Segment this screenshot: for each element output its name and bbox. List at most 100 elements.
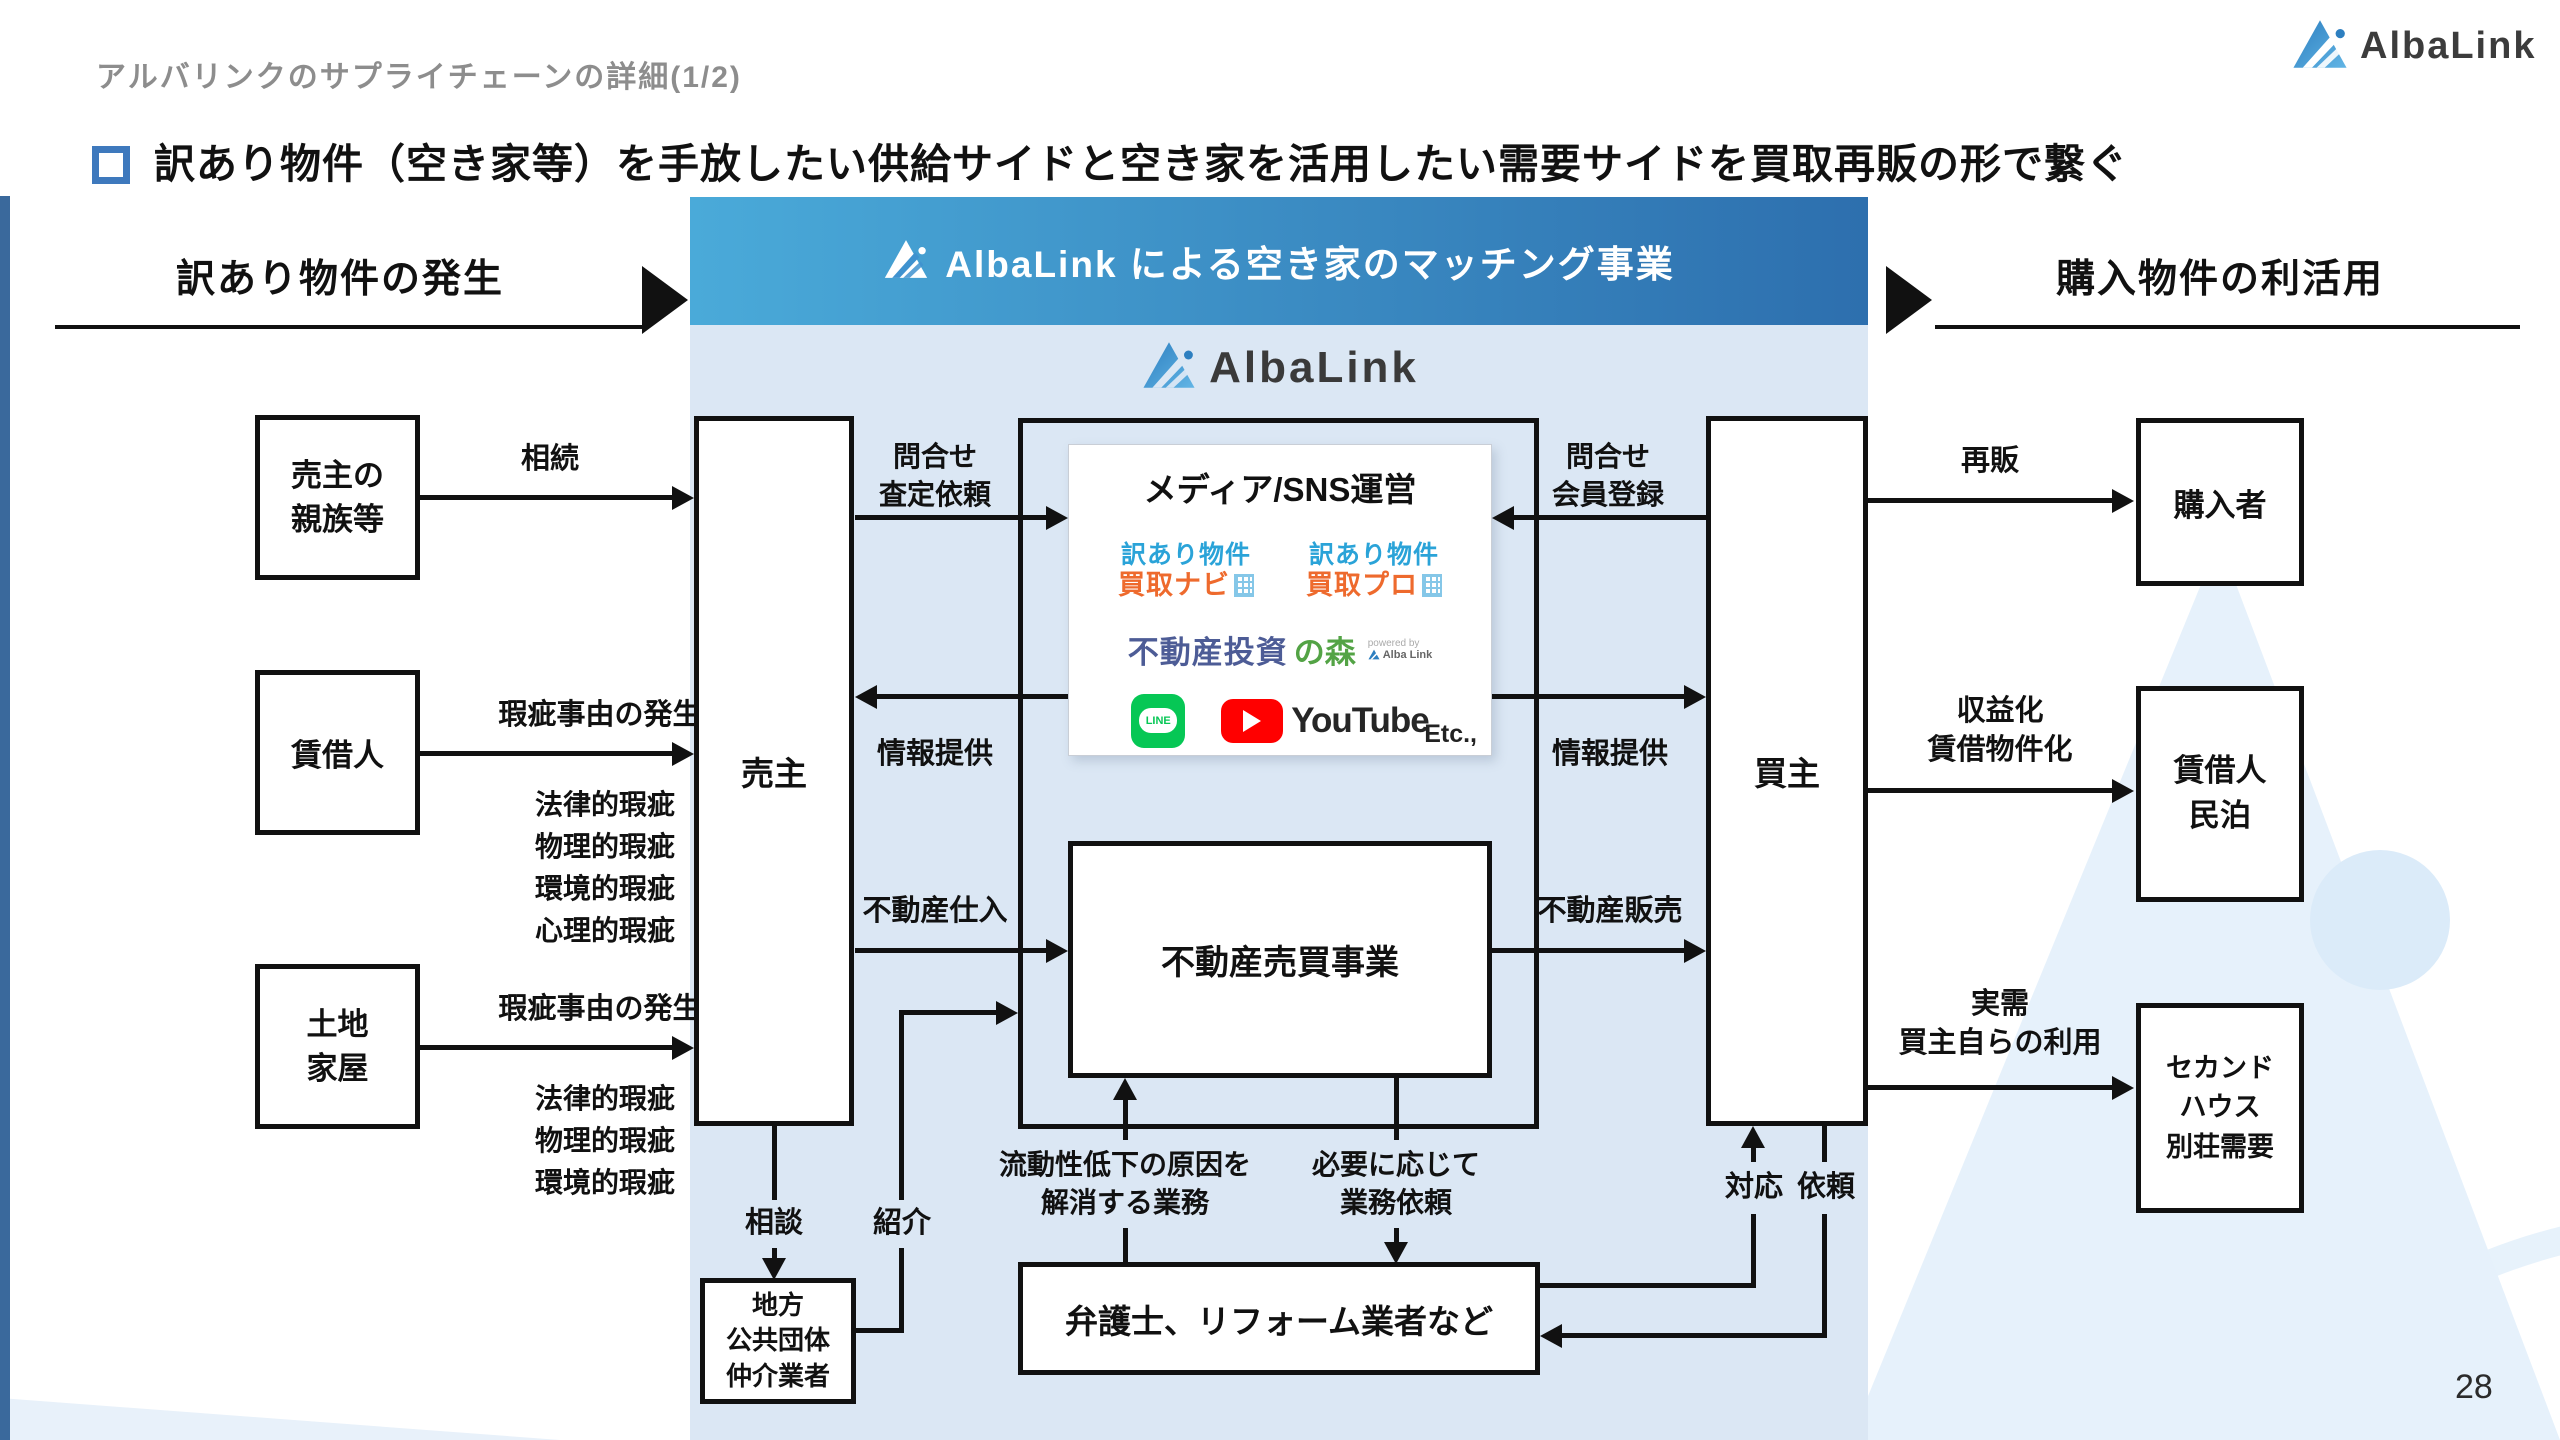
- kaitori-navi-logo: 訳あり物件 買取ナビ: [1118, 541, 1254, 601]
- right-section-underline: [1935, 325, 2520, 329]
- youtube-play-icon: [1221, 698, 1284, 743]
- left-section-underline: [55, 325, 645, 329]
- introduce-line-down: [899, 1248, 904, 1333]
- label-inquiry-right: 問合せ 会員登録: [1551, 441, 1664, 510]
- label-introduce: 紹介: [872, 1207, 931, 1239]
- respond-line-horizontal: [1540, 1283, 1756, 1288]
- list-defect-lower: 法律的瑕疵 物理的瑕疵 環境的瑕疵: [534, 1083, 675, 1198]
- introduce-line-horizontal-bottom: [856, 1328, 904, 1333]
- arrow-defect-lower-line: [420, 1045, 676, 1050]
- depend-arrow-head: [1540, 1324, 1562, 1348]
- building-icon: [1422, 573, 1442, 597]
- page-number: 28: [2455, 1368, 2493, 1406]
- left-section-title: 訳あり物件の発生: [175, 258, 504, 301]
- arrow-inquiry-right-line: [1512, 515, 1706, 520]
- box-seller: 売主: [694, 416, 854, 1126]
- label-info-right: 情報提供: [1551, 738, 1668, 770]
- box-purchaser: 購入者: [2136, 418, 2304, 586]
- request-line-bottom: [1394, 1228, 1399, 1242]
- left-accent-bar: [0, 196, 10, 1440]
- media-card-title: メディア/SNS運営: [1143, 471, 1417, 508]
- kaitori-pro-line1: 訳あり物件: [1308, 541, 1439, 569]
- box-tenant-minpaku: 賃借人 民泊: [2136, 686, 2304, 902]
- banner: AlbaLink による空き家のマッチング事業: [690, 197, 1868, 325]
- building-icon: [1234, 573, 1254, 597]
- arrow-inherit-head: [672, 486, 694, 510]
- depend-line-bottom: [1822, 1214, 1827, 1338]
- albalink-logo-icon: [2290, 18, 2350, 75]
- arrow-defect-lower-head: [672, 1036, 694, 1060]
- label-sale: 不動産販売: [1537, 895, 1683, 927]
- box-real-estate-trading: 不動産売買事業: [1068, 841, 1492, 1078]
- respond-line-top: [1751, 1146, 1756, 1162]
- respond-line-bottom: [1751, 1214, 1756, 1288]
- label-info-left: 情報提供: [876, 738, 993, 770]
- arrow-own-use-line: [1868, 1085, 2116, 1090]
- arrow-info-left-line: [875, 694, 1068, 699]
- arrow-inquiry-left-line: [855, 515, 1050, 520]
- label-resale: 再販: [1960, 445, 2019, 477]
- label-purchase: 不動産仕入: [862, 895, 1008, 927]
- depend-line-horizontal: [1560, 1333, 1827, 1338]
- arrow-consult-line-top: [772, 1126, 777, 1200]
- box-tenant: 賃借人: [255, 670, 420, 835]
- right-flow-triangle-icon: [1886, 266, 1932, 334]
- youtube-logo-text: YouTube: [1291, 700, 1430, 740]
- label-inquiry-left: 問合せ 査定依頼: [878, 441, 991, 510]
- albalink-operations-box: [1018, 418, 1539, 1129]
- depend-line-top: [1822, 1126, 1827, 1162]
- solve-line-bottom: [1123, 1228, 1128, 1262]
- arrow-inherit-line: [420, 495, 676, 500]
- label-request: 必要に応じて 業務依頼: [1311, 1149, 1480, 1218]
- arrow-defect-upper-line: [420, 751, 676, 756]
- powered-by-text: powered by: [1367, 637, 1420, 649]
- panel-logo-text: AlbaLink: [1209, 342, 1419, 392]
- arrow-sale-line: [1492, 948, 1686, 953]
- youtube-logo: YouTube: [1221, 698, 1430, 743]
- banner-albalink-logo-icon: [883, 238, 929, 285]
- solve-line-top: [1123, 1098, 1128, 1140]
- box-local-government: 地方 公共団体 仲介業者: [700, 1278, 856, 1404]
- label-inherit: 相続: [520, 443, 579, 475]
- slide-subtitle: アルバリンクのサプライチェーンの詳細(1/2): [96, 61, 742, 94]
- label-own-use: 実需 買主自らの利用: [1898, 988, 2102, 1060]
- respond-arrow-head: [1741, 1126, 1765, 1148]
- box-lawyer-reform: 弁護士、リフォーム業者など: [1018, 1262, 1540, 1375]
- introduce-line-horizontal-top: [899, 1010, 999, 1015]
- kaitori-navi-line2: 買取ナビ: [1118, 569, 1230, 600]
- left-flow-triangle-icon: [642, 266, 688, 334]
- box-buyer: 買主: [1706, 416, 1868, 1126]
- line-icon-label: LINE: [1139, 708, 1178, 734]
- forest-logo-green: の森: [1293, 634, 1356, 670]
- media-sns-card: メディア/SNS運営 訳あり物件 買取ナビ 訳あり物件 買取プロ 不動産投資の森…: [1068, 444, 1492, 756]
- banner-text: AlbaLink による空き家のマッチング事業: [945, 244, 1675, 285]
- request-arrow-head: [1384, 1242, 1408, 1264]
- solve-arrow-head: [1113, 1078, 1137, 1100]
- label-defect-upper: 瑕疵事由の発生: [498, 699, 702, 731]
- label-depend: 依頼: [1796, 1171, 1855, 1203]
- arrow-monetize-line: [1868, 788, 2116, 793]
- request-line-top: [1394, 1078, 1399, 1140]
- corner-logo: AlbaLink: [2290, 18, 2536, 75]
- list-defect-upper: 法律的瑕疵 物理的瑕疵 環境的瑕疵 心理的瑕疵: [534, 789, 675, 946]
- powered-brand-text: Alba Link: [1382, 648, 1433, 661]
- kaitori-pro-line2: 買取プロ: [1306, 569, 1418, 600]
- box-second-house: セカンド ハウス 別荘需要: [2136, 1003, 2304, 1213]
- right-section-title: 購入物件の利活用: [2055, 258, 2384, 301]
- box-seller-relatives: 売主の 親族等: [255, 415, 420, 580]
- arrow-purchase-line: [855, 948, 1050, 953]
- bottom-left-decoration: [0, 1398, 560, 1440]
- label-consult: 相談: [744, 1207, 803, 1239]
- label-solve: 流動性低下の原因を 解消する業務: [998, 1149, 1251, 1218]
- albalink-watermark-dot: [2310, 850, 2450, 990]
- arrow-defect-upper-head: [672, 742, 694, 766]
- panel-albalink-logo-icon: [1141, 340, 1197, 395]
- title-bullet-icon: [92, 146, 130, 184]
- arrow-own-use-head: [2112, 1076, 2134, 1100]
- line-icon: LINE: [1131, 693, 1186, 748]
- fudosan-toshi-no-mori-logo: 不動産投資の森 powered by Alba Link: [1069, 627, 1491, 672]
- arrow-consult-line-bottom: [772, 1248, 777, 1260]
- arrow-info-right-head: [1684, 685, 1706, 709]
- label-monetize: 収益化 賃借物件化: [1927, 695, 2073, 767]
